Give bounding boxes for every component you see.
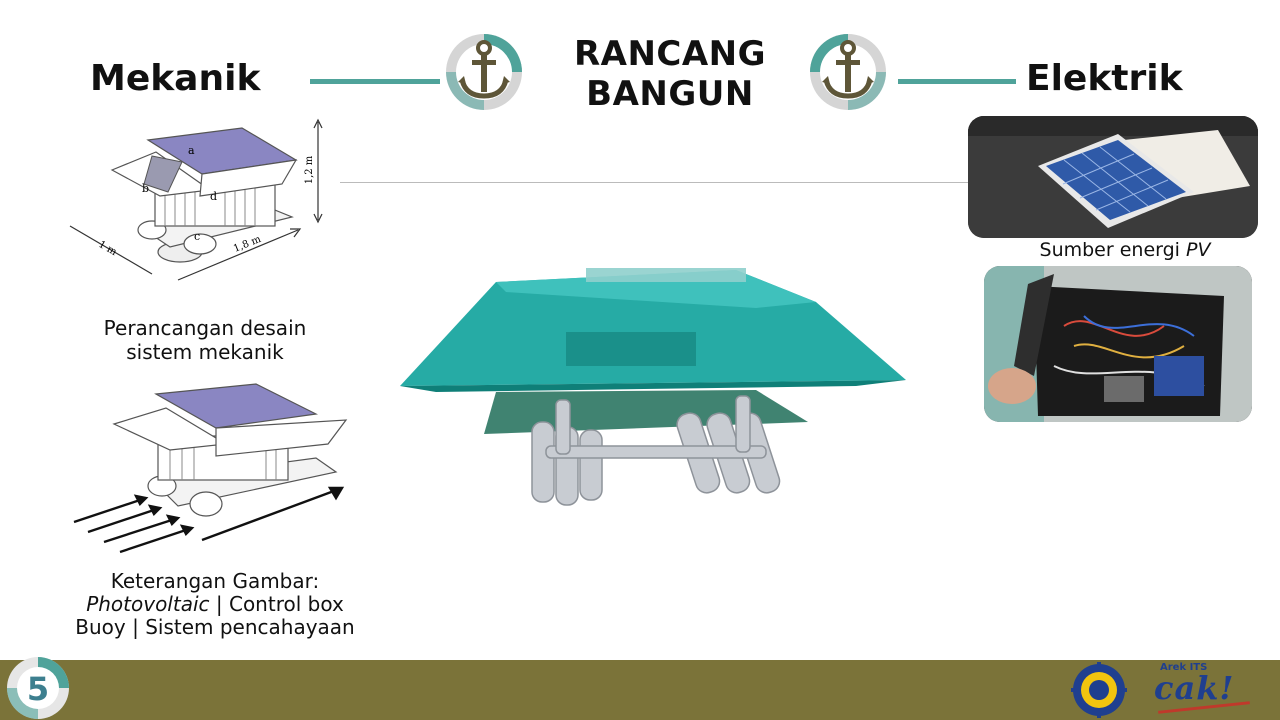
title-line-1: RANCANG xyxy=(573,34,767,74)
legend-control-box: | Control box xyxy=(209,592,344,616)
anchor-icon xyxy=(810,34,886,110)
mech-caption-line-2: sistem mekanik xyxy=(126,340,284,364)
arek-its-cak-logo: Arek ITS cak! xyxy=(1154,662,1264,718)
legend-line-3: Buoy | Sistem pencahayaan xyxy=(75,615,355,639)
mech-design-caption: Perancangan desain sistem mekanik xyxy=(40,316,370,364)
mekanik-heading: Mekanik xyxy=(90,58,261,99)
mechanical-design-diagram: a b c d 1,2 m 1,8 m 1 m xyxy=(69,118,323,281)
anchor-icon xyxy=(446,34,522,110)
label-c: c xyxy=(194,230,200,243)
pv-caption-prefix: Sumber energi xyxy=(1039,239,1187,261)
title-line-2: BANGUN xyxy=(586,74,754,114)
label-d: d xyxy=(210,190,217,203)
page-number: 5 xyxy=(27,670,49,708)
divider-line xyxy=(340,182,970,183)
control-box-photo xyxy=(984,266,1252,422)
solar-panel-photo xyxy=(968,116,1258,238)
elektrik-heading: Elektrik xyxy=(1026,58,1183,99)
legend-photovoltaic: Photovoltaic xyxy=(86,592,210,616)
flow-diagram xyxy=(73,383,348,554)
prototype-photo xyxy=(400,268,906,506)
label-a: a xyxy=(188,144,195,157)
mech-caption-line-1: Perancangan desain xyxy=(103,316,307,340)
its-logo xyxy=(1071,662,1127,718)
slide-title: RANCANG BANGUN xyxy=(520,34,820,114)
dim-width-label: 1 m xyxy=(97,239,119,258)
right-connector-line xyxy=(898,79,1016,84)
logo-small-text: Arek ITS xyxy=(1160,662,1208,673)
pv-caption-italic: PV xyxy=(1186,239,1211,261)
logo-big-text: cak! xyxy=(1154,669,1235,707)
legend-title: Keterangan Gambar: xyxy=(110,569,320,593)
solar-panel-icon xyxy=(968,116,1258,238)
dim-height-label: 1,2 m xyxy=(304,155,315,184)
legend-caption: Keterangan Gambar: Photovoltaic | Contro… xyxy=(30,570,400,639)
legend-line-2: Photovoltaic | Control box xyxy=(30,593,400,616)
footer-bar xyxy=(0,660,1280,720)
page-number-badge: 5 xyxy=(7,657,69,719)
pv-caption: Sumber energi PV xyxy=(990,238,1260,262)
label-b: b xyxy=(142,182,149,195)
control-box-icon xyxy=(984,266,1252,422)
left-connector-line xyxy=(310,79,440,84)
